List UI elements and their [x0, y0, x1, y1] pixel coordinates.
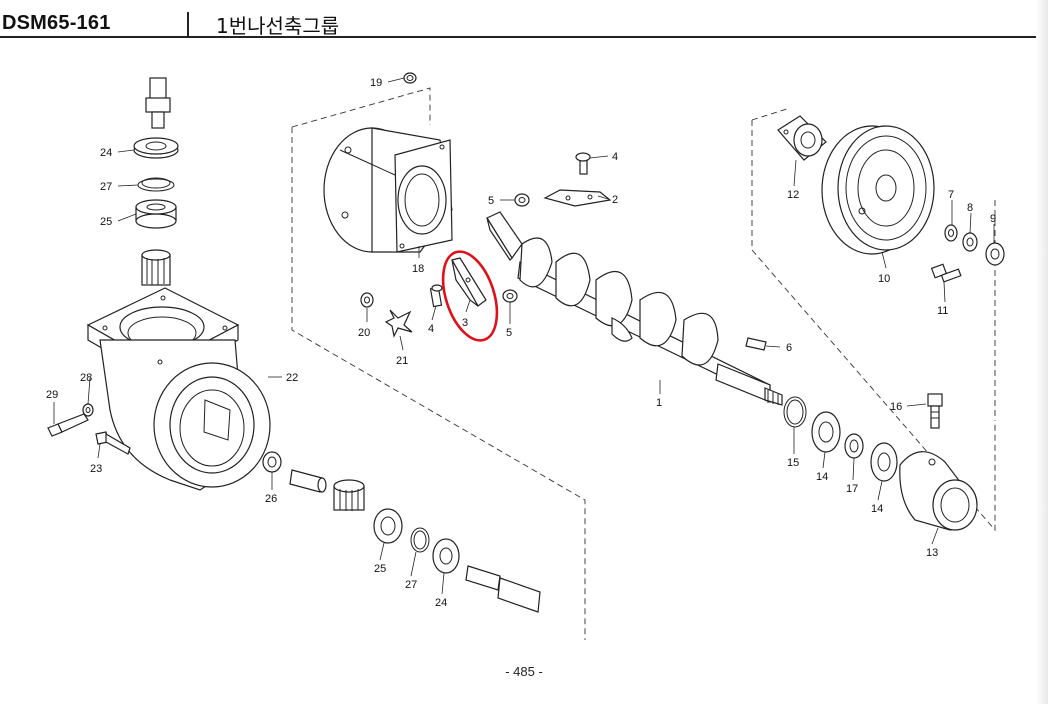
label-6: 6: [786, 342, 792, 354]
label-14-first: 14: [816, 471, 828, 483]
assembly-outline-main: [291, 127, 586, 640]
label-15: 15: [787, 457, 799, 469]
bearing-housing-13: [899, 451, 978, 531]
leader-lines: [53, 77, 995, 595]
label-28: 28: [80, 372, 92, 384]
label-22: 22: [286, 372, 298, 384]
assembly-outline-right: [751, 120, 996, 532]
lower-shaft: [289, 469, 327, 493]
bearing-top-24: [133, 137, 179, 159]
label-27-top: 27: [100, 181, 112, 193]
part-labels: 24 27 25 19 18 20 21 4 3 5 5 4 2 1 6 22 …: [46, 77, 996, 609]
page-edge-shadow: [1036, 0, 1048, 704]
bearing-14-first: [811, 411, 841, 453]
flange-housing-18: [323, 127, 453, 253]
label-27-lower: 27: [405, 579, 417, 591]
spacer-26: [262, 451, 282, 473]
label-4-left: 4: [428, 323, 434, 335]
snap-ring-top-27: [137, 177, 175, 192]
header-rule: [0, 36, 1048, 38]
assembly-outline-top: [291, 87, 431, 128]
document-code: DSM65-161: [2, 12, 111, 34]
pulley-10: [821, 125, 935, 255]
label-1: 1: [656, 397, 662, 409]
bolt-16: [927, 393, 943, 429]
left-input-shaft: [145, 77, 171, 129]
left-gear: [141, 249, 171, 286]
label-2: 2: [612, 194, 618, 206]
label-20: 20: [358, 327, 370, 339]
label-7: 7: [948, 189, 954, 201]
bolt-4-top: [575, 152, 591, 175]
page-number: - 485 -: [505, 664, 543, 679]
label-12: 12: [787, 189, 799, 201]
label-21: 21: [396, 355, 408, 367]
bearing-14-second: [870, 442, 898, 482]
label-8: 8: [967, 202, 973, 214]
label-5-lower: 5: [506, 327, 512, 339]
spacer-17: [844, 433, 864, 459]
label-25-top: 25: [100, 216, 112, 228]
nut-5-lower: [502, 289, 518, 303]
assembly-outline-right-top: [751, 107, 791, 121]
label-19: 19: [370, 77, 382, 89]
gearbox-housing-22: [86, 287, 271, 491]
washer-7: [944, 224, 958, 242]
label-4-top: 4: [612, 151, 618, 163]
label-24-lower: 24: [435, 597, 447, 609]
bracket-2: [543, 189, 612, 207]
label-26: 26: [265, 493, 277, 505]
nut-9: [985, 242, 1005, 266]
label-14-second: 14: [871, 503, 883, 515]
bolt-29: [47, 413, 89, 437]
bolt-4-left: [429, 284, 443, 308]
nut-19: [403, 72, 417, 84]
bearing-flange-12: [777, 115, 827, 161]
bolt-11: [930, 263, 962, 283]
label-5-top: 5: [488, 195, 494, 207]
header-divider-tick: [187, 12, 189, 38]
label-17: 17: [846, 483, 858, 495]
label-24-top: 24: [100, 147, 112, 159]
snap-ring-lower-27: [410, 527, 430, 553]
bolt-23: [95, 431, 131, 455]
label-23: 23: [90, 463, 102, 475]
exploded-parts-diagram: 24 27 25 19 18 20 21 4 3 5 5 4 2 1 6 22 …: [46, 72, 1005, 640]
label-16: 16: [890, 401, 902, 413]
label-3: 3: [462, 317, 468, 329]
bracket-left: [486, 211, 523, 261]
washer-20: [360, 292, 374, 308]
nut-5-top: [514, 193, 530, 207]
lower-output-shaft: [465, 565, 541, 613]
page-title: 1번나선축그룹: [216, 14, 340, 38]
highlight-circle: [441, 250, 499, 342]
auger-screw-1: [517, 237, 783, 406]
label-9: 9: [990, 213, 996, 225]
snap-ring-15: [783, 396, 807, 428]
label-10: 10: [878, 273, 890, 285]
bearing-top-25: [135, 199, 177, 229]
label-13: 13: [926, 547, 938, 559]
label-25-lower: 25: [374, 563, 386, 575]
wing-bolt-21: [384, 309, 413, 338]
key-6: [745, 337, 767, 351]
label-29: 29: [46, 389, 58, 401]
bearing-lower-24: [432, 538, 460, 574]
label-11: 11: [937, 305, 948, 317]
label-18: 18: [412, 263, 424, 275]
lower-gear: [333, 479, 365, 511]
washer-8: [962, 232, 978, 252]
bearing-lower-25: [373, 508, 403, 544]
